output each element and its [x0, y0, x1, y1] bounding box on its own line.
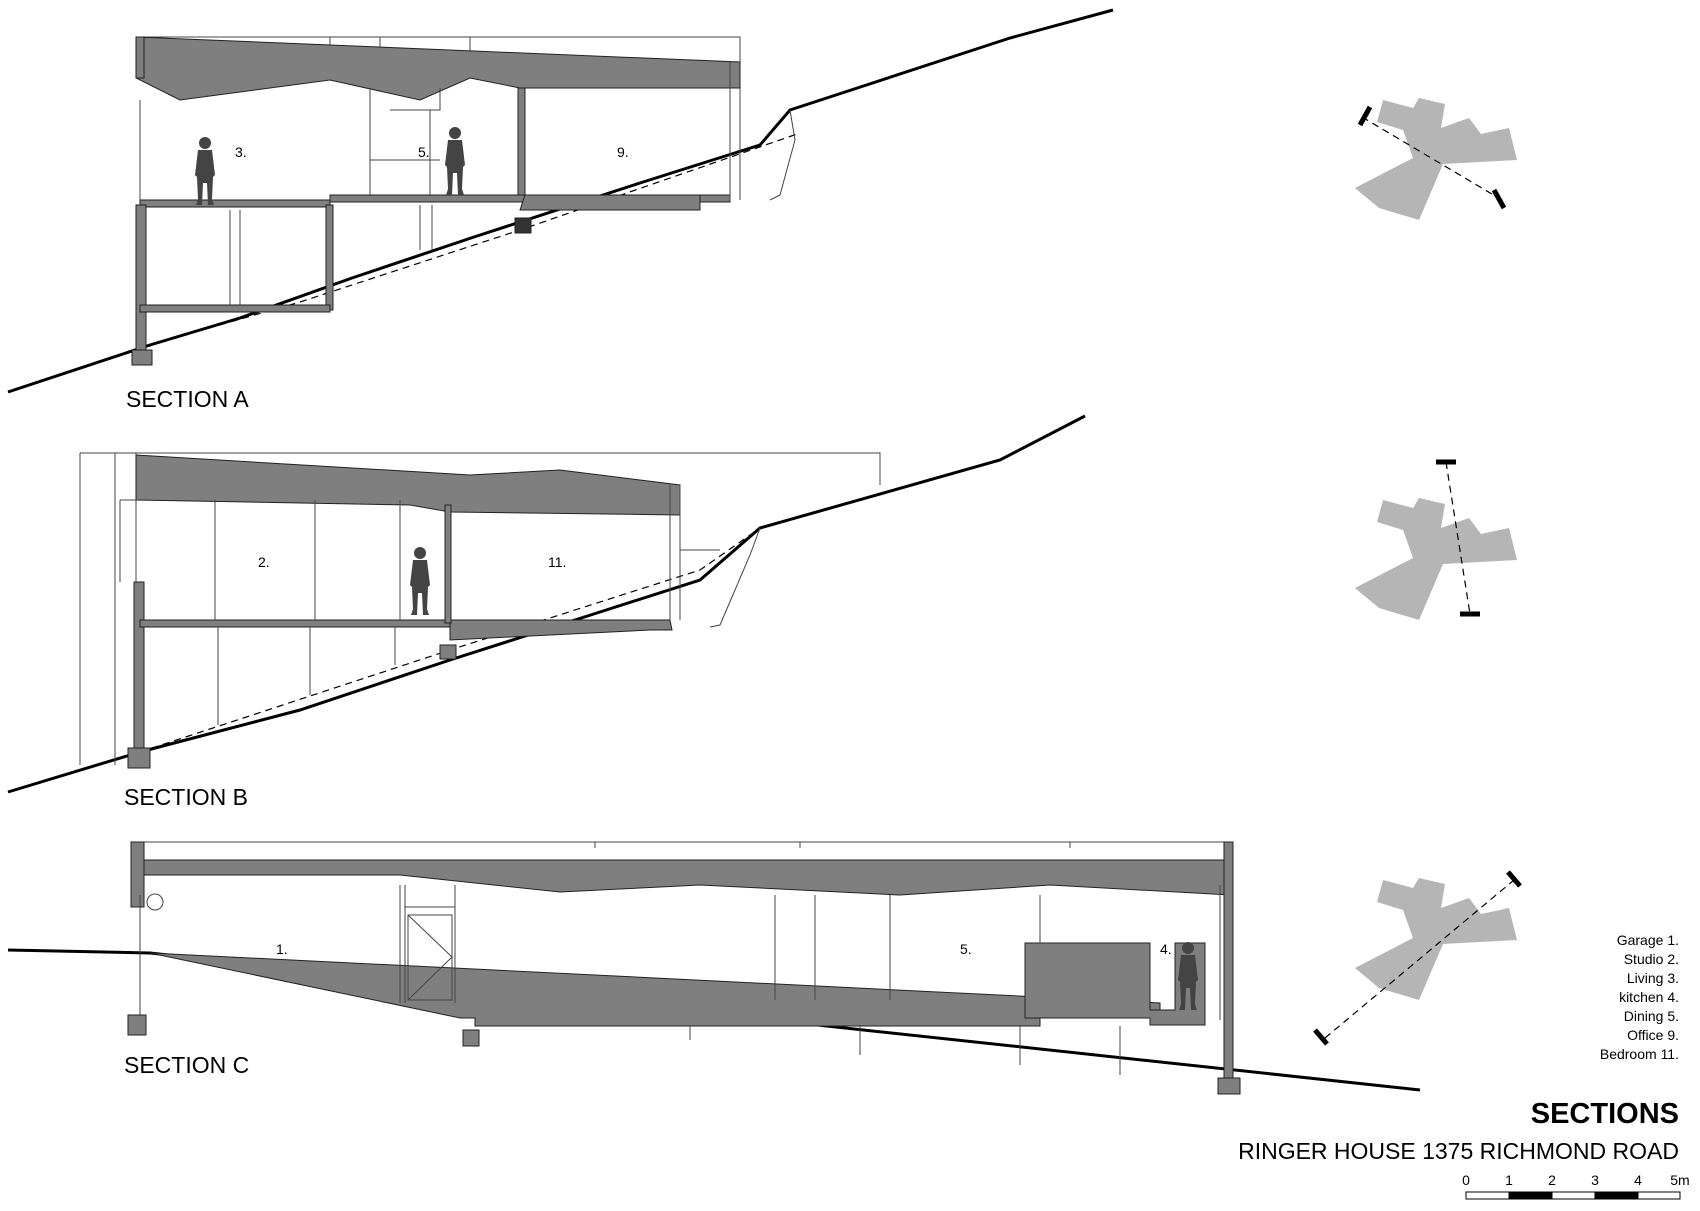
key-plan-b: [1355, 459, 1517, 620]
legend-item: Office 9.: [1627, 1027, 1679, 1043]
scale-segment: [1465, 1191, 1510, 1200]
section-b-person: [410, 547, 430, 615]
key-plan-a-cut-line: [1361, 116, 1503, 201]
section-b-interior-lines: [119, 485, 720, 725]
scale-tick-label: 0: [1462, 1172, 1470, 1188]
section-c-footing: [127, 1014, 147, 1036]
scale-segment: [1594, 1191, 1639, 1200]
section-c-floor-slab: [149, 952, 1161, 1027]
section-b-retaining-wall: [709, 527, 761, 628]
section-b-beam-block: [439, 644, 457, 660]
section-b-left-wall: [133, 581, 145, 753]
section-c-roof-slab: [139, 859, 1231, 896]
section-a-beam-block: [514, 217, 532, 234]
scale-segment: [1637, 1191, 1681, 1200]
section-b: 2. 11. SECTION B: [7, 414, 1086, 810]
section-a-lower-wall-left: [135, 204, 147, 351]
section-c-footing: [1217, 1077, 1241, 1095]
section-a-left-wall: [135, 36, 145, 79]
section-b-title: SECTION B: [124, 784, 248, 810]
section-b-room-label: 11.: [548, 554, 566, 570]
section-c-roof-outline: [140, 841, 1231, 860]
key-plan-a-footprint: [1355, 98, 1517, 220]
section-a-floor-beam: [519, 194, 701, 211]
section-a-person-2: [445, 127, 465, 195]
section-b-ground-line: [7, 414, 1086, 794]
section-b-roof-outline: [79, 452, 881, 765]
section-a-lower-wall-mid: [325, 204, 334, 311]
section-a-lower-floor: [139, 304, 331, 313]
section-a-person-1: [195, 137, 215, 205]
section-b-dashed-terrain: [139, 527, 761, 753]
section-c-room-label: 1.: [276, 941, 288, 957]
key-plan-b-footprint: [1355, 498, 1517, 620]
scale-segment: [1551, 1191, 1596, 1200]
section-a-footing: [131, 349, 153, 366]
section-c-title: SECTION C: [124, 1052, 249, 1078]
section-c-footing: [462, 1029, 480, 1047]
section-a-roof-outline: [136, 36, 741, 62]
scale-tick-label: 3: [1591, 1172, 1599, 1188]
scale-tick-label: 4: [1634, 1172, 1642, 1188]
key-plan-b-cut-line: [1445, 461, 1471, 615]
scale-tick-label: 5m: [1670, 1172, 1689, 1188]
key-plan-a: [1355, 98, 1517, 220]
section-b-floor-beam: [449, 619, 673, 641]
sheet-subtitle: RINGER HOUSE 1375 RICHMOND ROAD: [1238, 1138, 1679, 1164]
section-a-floor-1: [139, 199, 331, 208]
scale-tick-label: 1: [1505, 1172, 1513, 1188]
section-c-door-swing: [407, 914, 453, 1001]
key-plan-c-cut-line: [1324, 879, 1515, 1039]
legend-item: Living 3.: [1627, 970, 1679, 986]
section-c-room-label: 5.: [960, 941, 972, 957]
section-a: 3. 5. 9. SECTION A: [7, 8, 1114, 412]
section-c: 1. 5. 4. SECTION C: [7, 841, 1421, 1095]
section-a-room-label: 3.: [235, 144, 247, 160]
section-b-roof-slab: [135, 454, 681, 516]
section-b-footing: [127, 747, 151, 769]
key-plan-c: [1313, 870, 1522, 1046]
section-a-retaining-wall: [769, 109, 796, 201]
section-c-kitchen-counter: [1024, 942, 1206, 1026]
legend-item: Studio 2.: [1624, 951, 1679, 967]
section-c-left-wall: [130, 841, 145, 908]
room-legend: Garage 1. Studio 2. Living 3. kitchen 4.…: [1600, 932, 1679, 1062]
section-a-roof-slab: [135, 36, 741, 101]
section-c-right-wall: [1223, 841, 1234, 1093]
section-a-room-label: 9.: [617, 144, 629, 160]
section-a-title: SECTION A: [126, 386, 249, 412]
section-a-dashed-terrain: [149, 132, 801, 346]
legend-item: kitchen 4.: [1619, 989, 1679, 1005]
key-plan-c-footprint: [1355, 878, 1517, 1000]
scale-tick-label: 2: [1548, 1172, 1556, 1188]
scale-bar: 0 1 2 3 4 5m: [1462, 1172, 1690, 1200]
section-b-mid-wall: [444, 504, 452, 624]
section-b-room-label: 2.: [258, 554, 270, 570]
sheet-title: SECTIONS: [1531, 1098, 1679, 1130]
section-c-room-label: 4.: [1160, 941, 1172, 957]
legend-item: Garage 1.: [1617, 932, 1679, 948]
section-a-room-label: 5.: [418, 144, 430, 160]
legend-item: Bedroom 11.: [1600, 1046, 1679, 1062]
section-a-mid-wall: [517, 87, 526, 199]
scale-segment: [1508, 1191, 1553, 1200]
section-c-fixture-icon: [146, 893, 164, 911]
section-c-interior-lines: [139, 885, 1221, 1075]
key-plan-b-cut-marker: [1436, 459, 1480, 617]
legend-item: Dining 5.: [1624, 1008, 1679, 1024]
key-plan-c-cut-marker: [1313, 870, 1522, 1046]
key-plan-a-cut-marker: [1357, 105, 1507, 210]
section-a-interior-lines: [139, 62, 741, 305]
